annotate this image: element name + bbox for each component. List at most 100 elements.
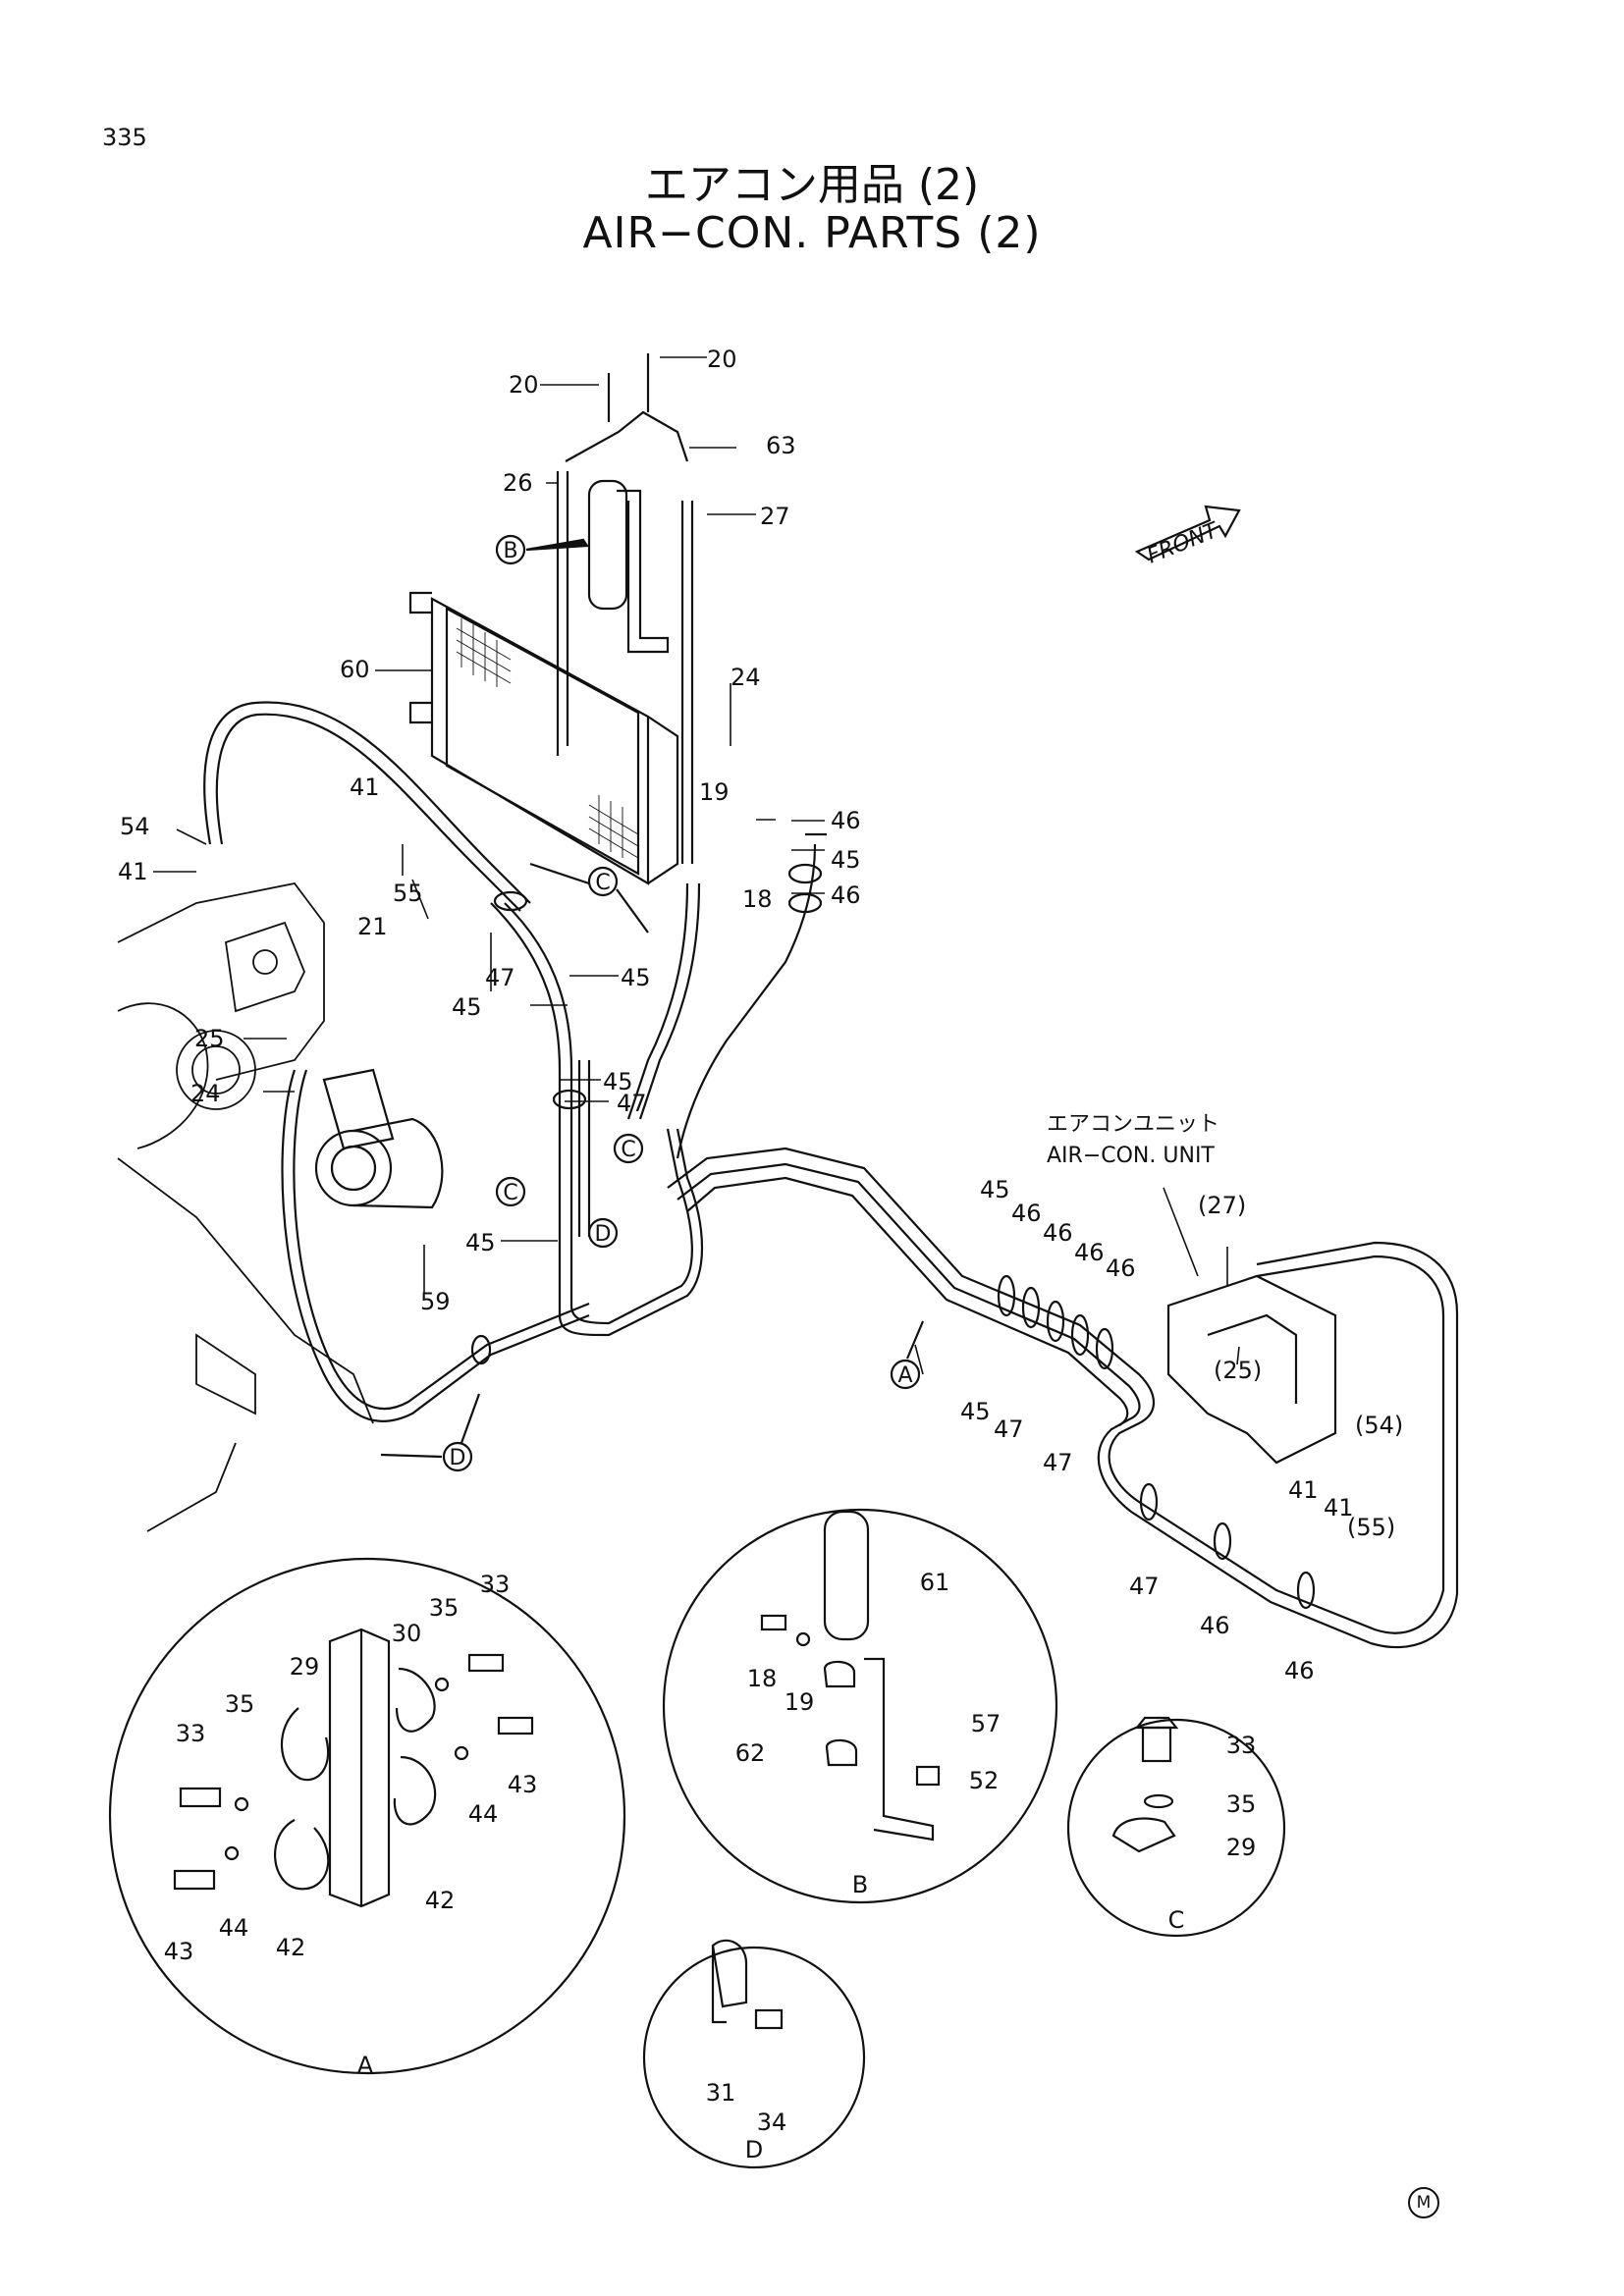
page-title-english: AIR−CON. PARTS (2) — [582, 208, 1042, 258]
front-arrow-label: FRONT — [1144, 518, 1222, 569]
detail-c-label-33: 33 — [1226, 1732, 1257, 1759]
label-46-mid: 46 — [831, 881, 861, 909]
detail-a-label-29: 29 — [290, 1653, 320, 1681]
detail-a-label-44-right: 44 — [468, 1800, 499, 1828]
aircon-unit — [1166, 1274, 1337, 1465]
label-45-mid: 45 — [603, 1068, 633, 1095]
detail-a-label-43-right: 43 — [508, 1771, 538, 1798]
label-46-top: 46 — [831, 807, 861, 834]
detail-d-label-34: 34 — [757, 2109, 787, 2136]
label-41-top: 41 — [350, 774, 380, 801]
detail-d-parts — [711, 1939, 784, 2030]
label-27-paren: (27) — [1198, 1192, 1246, 1219]
label-21: 21 — [357, 913, 388, 940]
label-24: 24 — [731, 664, 761, 691]
corner-mark-icon: M — [1408, 2187, 1439, 2218]
detail-d-circle — [642, 1946, 866, 2169]
condenser — [408, 591, 679, 885]
detail-d-caption: D — [745, 2136, 763, 2163]
detail-b-label-52: 52 — [969, 1767, 1000, 1794]
label-27: 27 — [760, 503, 790, 530]
label-45-run-low: 45 — [960, 1398, 991, 1425]
compressor — [314, 1068, 444, 1209]
detail-a-label-30: 30 — [392, 1620, 422, 1647]
callout-c-main-2: C — [621, 1138, 635, 1162]
detail-b-caption: B — [852, 1871, 868, 1898]
pipe-26 — [556, 471, 569, 756]
label-46-run-4: 46 — [1106, 1255, 1136, 1282]
label-18: 18 — [742, 885, 773, 913]
label-45-right: 45 — [621, 964, 651, 991]
detail-d-label-31: 31 — [706, 2079, 736, 2107]
label-25: 25 — [194, 1025, 225, 1052]
callout-d-main-2: D — [450, 1446, 466, 1470]
leader-lines — [153, 356, 1240, 1375]
condenser-core-mesh — [456, 618, 639, 859]
receiver-drier — [587, 479, 670, 654]
label-45-left: 45 — [452, 993, 482, 1021]
label-19: 19 — [699, 778, 730, 806]
detail-a-label-43-left: 43 — [164, 1938, 194, 1965]
label-41-left: 41 — [118, 858, 148, 885]
detail-a-caption: A — [357, 2052, 374, 2079]
detail-c-caption: C — [1168, 1906, 1185, 1934]
engine-outline — [117, 882, 374, 1532]
label-24-left: 24 — [190, 1080, 221, 1107]
label-47-left: 47 — [485, 964, 515, 991]
detail-a-label-33-left: 33 — [176, 1720, 206, 1747]
hose-clamps — [470, 863, 1316, 1610]
detail-a-parts — [173, 1628, 534, 1908]
label-46-run-2: 46 — [1043, 1219, 1073, 1247]
detail-c-parts — [1111, 1716, 1179, 1853]
callout-a-main: A — [897, 1363, 912, 1388]
label-46-low-2: 46 — [1284, 1657, 1315, 1684]
detail-b-label-18: 18 — [747, 1665, 778, 1692]
detail-a-label-42-right: 42 — [425, 1887, 456, 1914]
label-47-low: 47 — [1129, 1573, 1160, 1600]
label-63: 63 — [766, 432, 796, 459]
detail-a-circle — [108, 1557, 626, 2075]
page-title-japanese: エアコン用品 (2) — [644, 160, 980, 210]
label-47-mid: 47 — [617, 1090, 647, 1117]
detail-b-label-57: 57 — [971, 1710, 1001, 1737]
label-20-right: 20 — [707, 346, 737, 373]
label-47-run-2: 47 — [1043, 1449, 1073, 1476]
label-45-top: 45 — [831, 846, 861, 874]
detail-b-circle — [662, 1508, 1058, 1904]
aircon-unit-label-en: AIR−CON. UNIT — [1047, 1144, 1215, 1168]
label-59: 59 — [420, 1288, 451, 1315]
label-41-unit-1: 41 — [1288, 1476, 1319, 1504]
hose-54 — [203, 701, 531, 904]
detail-b-label-19: 19 — [785, 1688, 815, 1716]
label-54: 54 — [120, 813, 150, 840]
callout-d-main-1: D — [595, 1222, 612, 1247]
detail-c-label-35: 35 — [1226, 1790, 1257, 1818]
detail-b-label-61: 61 — [920, 1569, 950, 1596]
callout-b-main: B — [503, 539, 517, 563]
label-55: 55 — [393, 880, 423, 907]
pipe-27 — [680, 501, 694, 864]
label-41-unit-2: 41 — [1324, 1494, 1354, 1522]
page-number: 335 — [102, 124, 147, 151]
label-46-low-1: 46 — [1200, 1612, 1230, 1639]
front-arrow-icon — [1134, 505, 1241, 561]
label-46-run-1: 46 — [1011, 1200, 1042, 1227]
label-54-paren: (54) — [1355, 1412, 1403, 1439]
detail-a-label-35-right: 35 — [429, 1594, 460, 1622]
detail-b-parts — [760, 1510, 941, 1842]
hose-to-aircon-unit — [667, 1147, 1459, 1649]
detail-a-label-44-left: 44 — [219, 1914, 249, 1942]
label-20-left: 20 — [509, 371, 539, 399]
callout-c-main-1: C — [595, 871, 610, 895]
callout-markers — [380, 534, 925, 1472]
label-47-run-1: 47 — [994, 1415, 1024, 1443]
label-60: 60 — [340, 656, 370, 683]
detail-c-label-29: 29 — [1226, 1834, 1257, 1861]
label-46-run-3: 46 — [1074, 1239, 1105, 1266]
detail-b-label-62: 62 — [735, 1739, 766, 1767]
label-55-paren: (55) — [1347, 1514, 1395, 1541]
label-45-low: 45 — [465, 1229, 496, 1256]
aircon-unit-label-jp: エアコンユニット — [1047, 1112, 1219, 1137]
